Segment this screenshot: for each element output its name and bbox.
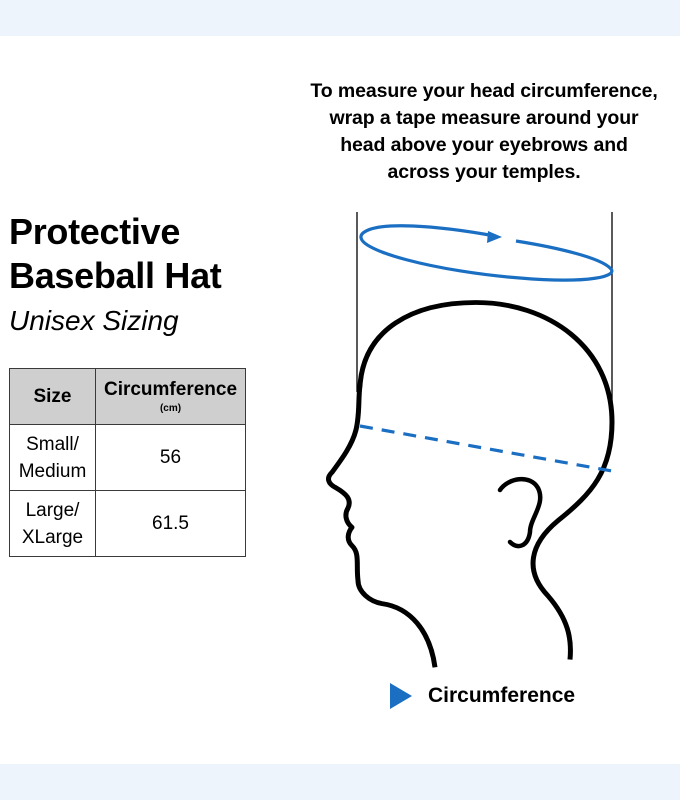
instruction-line: wrap a tape measure around your (329, 107, 639, 129)
head-measurement-diagram (326, 212, 615, 668)
legend-label: Circumference (428, 684, 576, 707)
size-guide-card: To measure your head circumference, wrap… (0, 36, 680, 764)
size-table: Size Circumference (cm) Small/ Medium 56… (9, 368, 246, 557)
measuring-instructions: To measure your head circumference, wrap… (288, 78, 680, 186)
circumference-dashed-line (359, 424, 613, 473)
unit-label: (cm) (159, 403, 182, 414)
play-triangle-icon (390, 683, 412, 709)
size-cell: Large/ XLarge (9, 490, 96, 557)
sizing-subtitle: Unisex Sizing (9, 305, 179, 336)
size-line: Small/ (26, 433, 79, 455)
tape-arrow-icon (487, 231, 502, 243)
ear-outline (497, 477, 543, 549)
circumference-header-label: Circumference (103, 379, 238, 400)
size-header-label: Size (33, 385, 72, 407)
legend: Circumference (388, 682, 575, 710)
circumference-cell: 61.5 (95, 490, 246, 557)
product-title: Protective Baseball Hat (9, 210, 222, 298)
title-line: Baseball Hat (9, 255, 222, 296)
instruction-line: across your temples. (387, 161, 581, 183)
circumference-column-header: Circumference (cm) (95, 368, 246, 425)
head-silhouette (326, 300, 615, 668)
tape-ellipse (359, 224, 614, 282)
instruction-line: To measure your head circumference, (310, 80, 658, 102)
table-row: Small/ Medium 56 (9, 424, 246, 491)
circumference-cell: 56 (95, 424, 246, 491)
title-line: Protective (9, 211, 181, 252)
size-cell: Small/ Medium (9, 424, 96, 491)
size-line: XLarge (21, 526, 84, 548)
size-line: Large/ (25, 499, 80, 521)
size-column-header: Size (9, 368, 96, 425)
size-line: Medium (18, 460, 87, 482)
table-header-row: Size Circumference (cm) (9, 368, 246, 425)
instruction-line: head above your eyebrows and (340, 134, 628, 156)
table-row: Large/ XLarge 61.5 (9, 490, 246, 557)
